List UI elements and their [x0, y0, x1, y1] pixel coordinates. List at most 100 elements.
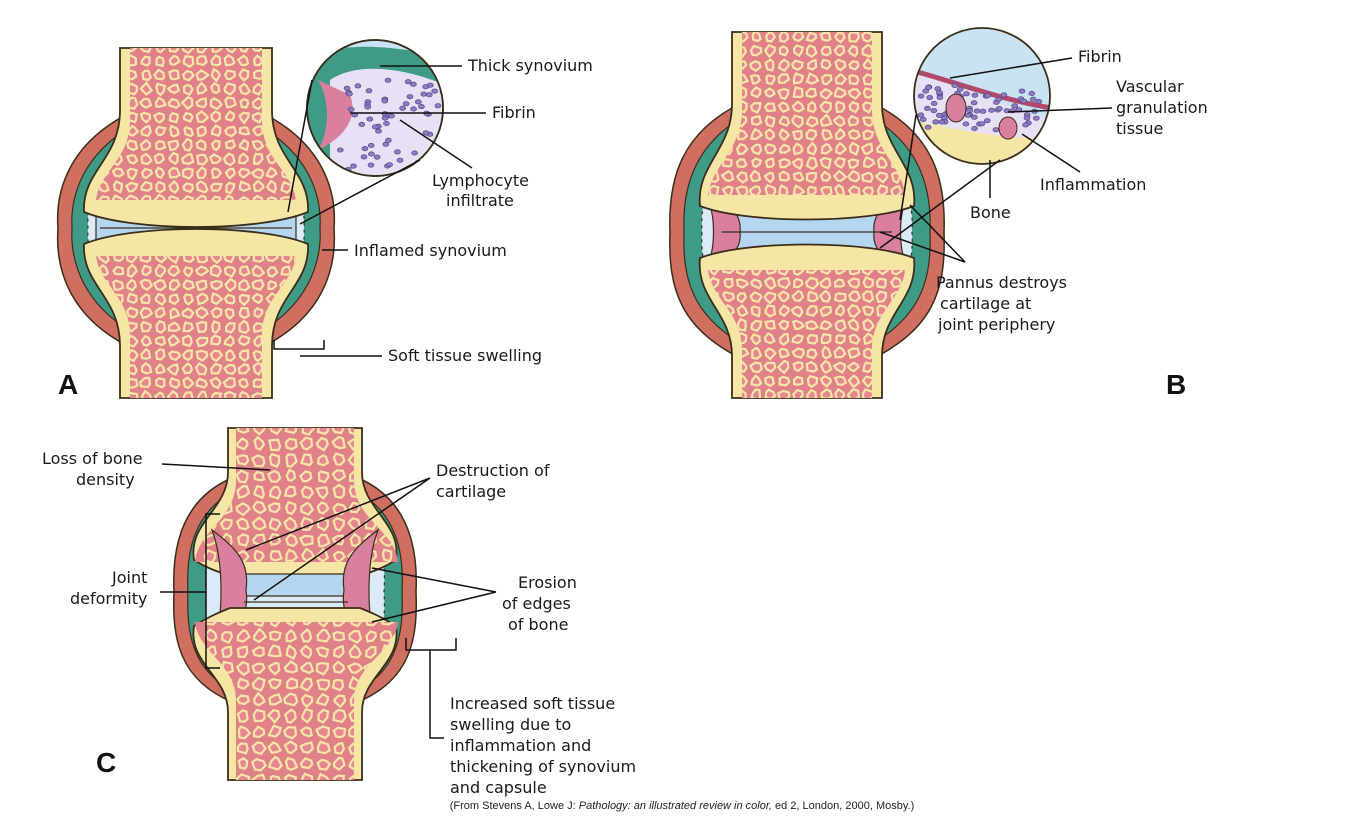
lymphocyte-dot — [1028, 91, 1036, 97]
marrow-cell — [154, 125, 167, 137]
marrow-cell — [283, 726, 298, 740]
marrow-cell — [250, 168, 265, 180]
marrow-cell — [750, 319, 763, 333]
marrow-cell — [195, 336, 209, 348]
marrow-cell — [833, 278, 846, 288]
label-inflamed-synovium: Inflamed synovium — [354, 241, 507, 260]
marrow-cell — [848, 60, 860, 71]
marrow-cell — [99, 350, 110, 361]
marrow-cell — [294, 377, 296, 390]
marrow-cell — [299, 741, 315, 754]
marrow-cell — [166, 256, 180, 265]
marrow-cell — [238, 293, 250, 307]
marrow-cell — [819, 113, 833, 127]
marrow-cell — [196, 390, 208, 398]
marrow-cell — [238, 126, 251, 136]
marrow-cell — [317, 708, 330, 724]
marrow-cell — [749, 60, 762, 73]
label-thick-synovium: Thick synovium — [467, 56, 593, 75]
marrow-cell — [97, 256, 110, 265]
lymphocyte-dot — [433, 152, 440, 158]
marrow-cell — [210, 124, 222, 138]
marrow-cell — [210, 54, 222, 67]
marrow-cell — [284, 708, 297, 724]
marrow-cell — [181, 307, 195, 320]
marrow-cell — [749, 169, 762, 183]
marrow-cell — [181, 70, 196, 82]
marrow-cell — [237, 725, 252, 740]
citation-title: Pathology: an illustrated review in colo… — [578, 800, 772, 812]
marrow-cell — [764, 87, 776, 99]
marrow-cell — [848, 74, 860, 86]
marrow-cell — [316, 628, 332, 643]
marrow-cell — [299, 644, 313, 660]
marrow-cell — [835, 304, 845, 317]
marrow-cell — [209, 349, 224, 363]
lymphocyte-dot — [428, 151, 436, 157]
marrow-cell — [183, 125, 195, 138]
marrow-cell — [751, 346, 763, 360]
marrow-cell — [252, 179, 265, 193]
lymphocyte-dot — [432, 160, 440, 166]
marrow-cell — [847, 88, 862, 101]
lymphocyte-dot — [962, 121, 970, 127]
marrow-cell — [181, 167, 194, 180]
marrow-cell — [792, 270, 805, 277]
lymphocyte-dot — [396, 157, 404, 163]
lymphocyte-dot — [422, 84, 430, 90]
marrow-cell — [205, 772, 217, 780]
marrow-cell — [97, 83, 110, 95]
marrow-cell — [315, 692, 330, 707]
label-loss-2: density — [76, 470, 135, 489]
marrow-cell — [294, 82, 296, 94]
marrow-cell — [283, 516, 298, 532]
marrow-cell — [283, 740, 298, 755]
marrow-cell — [891, 44, 903, 56]
marrow-cell — [348, 622, 363, 628]
marrow-cell — [301, 622, 315, 626]
marrow-cell — [251, 125, 264, 137]
marrow-cell — [890, 87, 902, 99]
marrow-cell — [209, 376, 222, 390]
marrow-cell — [253, 485, 265, 500]
marrow-cell — [720, 44, 734, 58]
marrow-cell — [708, 373, 721, 388]
marrow-cell — [819, 375, 833, 388]
lymphocyte-dot — [966, 108, 973, 114]
marrow-cell — [126, 48, 139, 53]
marrow-cell — [862, 186, 874, 195]
marrow-cell — [791, 319, 806, 331]
marrow-cell — [778, 333, 790, 347]
marrow-cell — [224, 138, 237, 150]
label-deformity-1: Joint — [111, 568, 147, 587]
marrow-cell — [138, 48, 152, 54]
marrow-cell — [235, 428, 250, 434]
marrow-cell — [195, 69, 210, 81]
marrow-cell — [251, 662, 266, 674]
marrow-cell — [820, 170, 832, 182]
marrow-cell — [904, 360, 905, 374]
marrow-cell — [833, 44, 846, 57]
marrow-cell — [112, 279, 125, 291]
marrow-cell — [237, 756, 249, 770]
marrow-cell — [778, 184, 789, 195]
marrow-cell — [903, 59, 905, 72]
marrow-cell — [181, 334, 193, 348]
marrow-cell — [98, 111, 111, 123]
marrow-cell — [267, 741, 283, 755]
marrow-cell — [141, 69, 153, 82]
marrow-cell — [97, 391, 112, 398]
marrow-cell — [330, 428, 345, 435]
marrow-cell — [235, 437, 249, 451]
marrow-cell — [224, 110, 236, 122]
marrow-cell — [284, 428, 298, 435]
marrow-cell — [792, 86, 804, 99]
marrow-cell — [293, 348, 296, 362]
marrow-cell — [269, 774, 283, 780]
marrow-cell — [889, 276, 903, 288]
marrow-cell — [862, 318, 875, 332]
label-infiltrate-a: infiltrate — [446, 191, 514, 210]
marrow-cell — [299, 726, 313, 738]
marrow-cell — [315, 646, 330, 659]
marrow-cell — [155, 319, 167, 334]
